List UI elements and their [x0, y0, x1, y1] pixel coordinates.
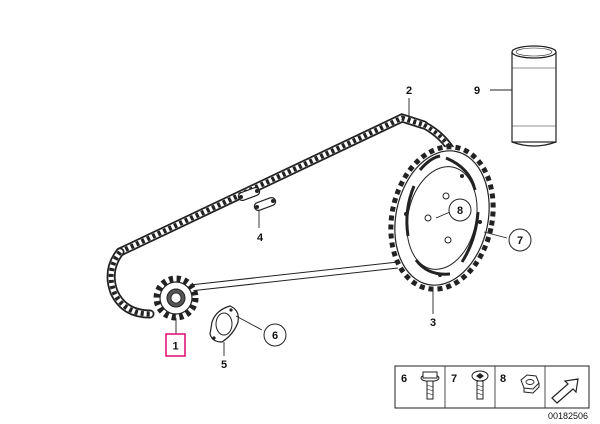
svg-text:7: 7 [451, 373, 457, 385]
legend-cell-6[interactable]: 6 [401, 371, 440, 400]
callout-2[interactable]: 2 [406, 85, 412, 97]
svg-text:2: 2 [406, 85, 412, 97]
callout-1[interactable]: 1 [165, 333, 186, 357]
chain-grease-can[interactable] [511, 45, 557, 147]
callout-7[interactable]: 7 [508, 228, 532, 252]
callout-6[interactable]: 6 [263, 323, 287, 347]
arrow-icon [551, 378, 579, 404]
diagram-code: 00182506 [548, 411, 588, 421]
legend-cell-8[interactable]: 8 [500, 373, 540, 394]
svg-text:4: 4 [257, 232, 264, 244]
callout-3[interactable]: 3 [430, 317, 436, 329]
svg-text:8: 8 [500, 373, 506, 385]
cover-plate[interactable] [209, 305, 239, 343]
callout-4[interactable]: 4 [257, 232, 264, 244]
callout-5[interactable]: 5 [221, 359, 227, 371]
svg-text:1: 1 [172, 341, 178, 353]
torx-bolt-icon [471, 370, 489, 400]
callout-9[interactable]: 9 [474, 85, 480, 97]
svg-text:6: 6 [272, 330, 278, 342]
svg-text:9: 9 [474, 85, 480, 97]
flange-bolt-icon [420, 371, 440, 400]
svg-text:5: 5 [221, 359, 227, 371]
callout-8[interactable]: 8 [448, 198, 472, 222]
svg-text:7: 7 [517, 235, 523, 247]
front-sprocket[interactable] [153, 275, 199, 321]
svg-text:6: 6 [401, 373, 407, 385]
hex-nut-icon [520, 374, 540, 394]
svg-text:8: 8 [457, 205, 463, 217]
connecting-link[interactable] [237, 186, 277, 211]
legend-cell-7[interactable]: 7 [451, 370, 489, 400]
leader-lines [175, 89, 512, 356]
svg-text:3: 3 [430, 317, 436, 329]
rear-sprocket[interactable] [378, 137, 506, 299]
legend-cell-arrow[interactable] [551, 378, 579, 404]
